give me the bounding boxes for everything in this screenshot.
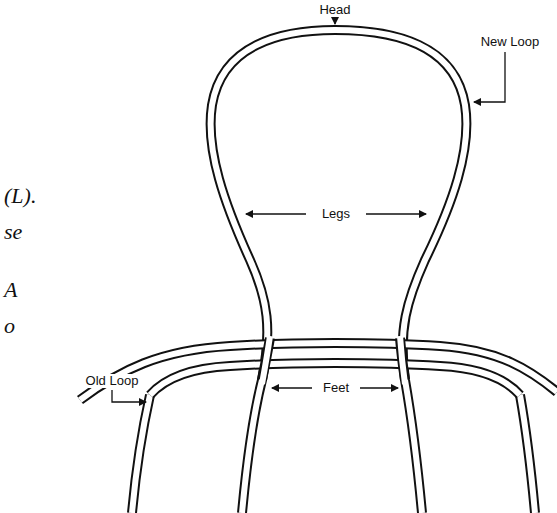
part-label: New Loop	[479, 35, 542, 49]
part-label: Head	[317, 3, 352, 17]
part-label: Feet	[321, 381, 351, 395]
cropped-text: (L).	[4, 184, 36, 208]
cropped-text: se	[4, 220, 22, 244]
part-label: Old Loop	[84, 374, 141, 388]
cropped-text: o	[4, 314, 15, 338]
cropped-text: A	[4, 278, 17, 302]
part-label: Legs	[320, 207, 352, 221]
